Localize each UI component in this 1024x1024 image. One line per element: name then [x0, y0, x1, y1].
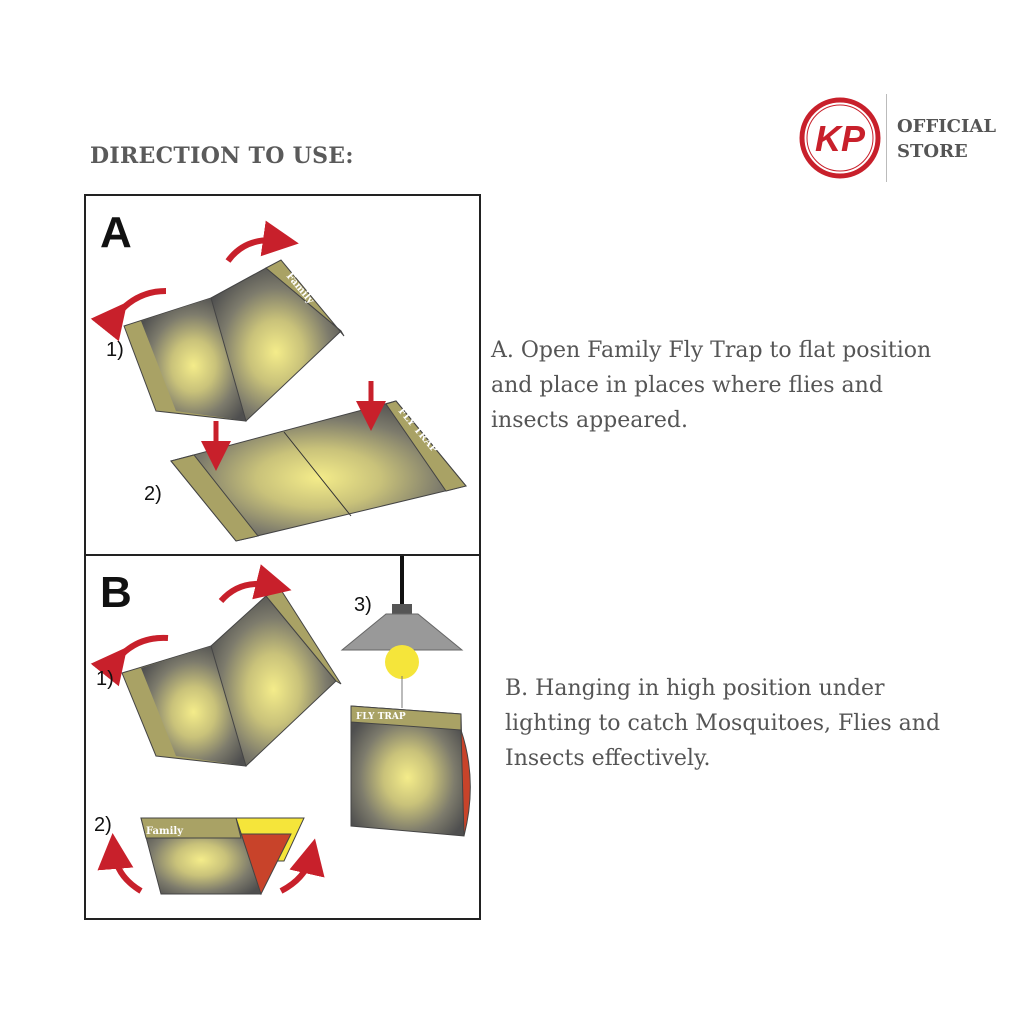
illustration-a: Family FLY TRAP [90, 220, 467, 542]
panel-a: Family FLY TRAP A 1) 2) [84, 194, 481, 558]
instruction-a: A. Open Family Fly Trap to flat position… [491, 333, 1011, 438]
trap-brand: Family [146, 826, 184, 837]
panel-b-letter: B [100, 568, 132, 617]
hanging-lamp-illustration [340, 556, 464, 708]
instruction-a-line: A. Open Family Fly Trap to flat position [491, 338, 932, 363]
instruction-b-line: lighting to catch Mosquitoes, Flies and [505, 711, 941, 736]
step-a1: 1) [106, 339, 124, 361]
logo-divider [886, 94, 887, 182]
kp-logo: KP [799, 97, 881, 179]
fly-trap-folding-illustration: Family [97, 817, 325, 896]
logo-line1: OFFICIAL [897, 116, 997, 137]
instruction-b-line: Insects effectively. [505, 746, 711, 771]
fly-trap-open-illustration: Family [90, 220, 345, 422]
illustration-b: Family FLY TRAP [90, 556, 471, 896]
panel-a-letter: A [100, 208, 132, 257]
trap-name: FLY TRAP [356, 712, 406, 722]
step-b3: 3) [354, 594, 372, 616]
step-a2: 2) [144, 483, 162, 505]
instruction-a-line: insects appeared. [491, 408, 688, 433]
fly-trap-open-illustration [90, 564, 342, 767]
panel-b: Family FLY TRAP B 1) 2) 3) [84, 554, 481, 920]
page-title: DIRECTION TO USE: [90, 143, 354, 169]
instruction-b: B. Hanging in high position under lighti… [505, 671, 1020, 776]
instruction-b-line: B. Hanging in high position under [505, 676, 885, 701]
step-b1: 1) [96, 668, 114, 690]
official-store-label: OFFICIAL STORE [897, 114, 996, 164]
logo-line2: STORE [897, 141, 968, 162]
instruction-a-line: and place in places where flies and [491, 373, 883, 398]
fly-trap-hanging-illustration: FLY TRAP [350, 705, 471, 837]
fly-trap-flat-illustration: FLY TRAP [170, 381, 467, 542]
kp-logo-mark: KP [815, 118, 866, 159]
step-b2: 2) [94, 814, 112, 836]
